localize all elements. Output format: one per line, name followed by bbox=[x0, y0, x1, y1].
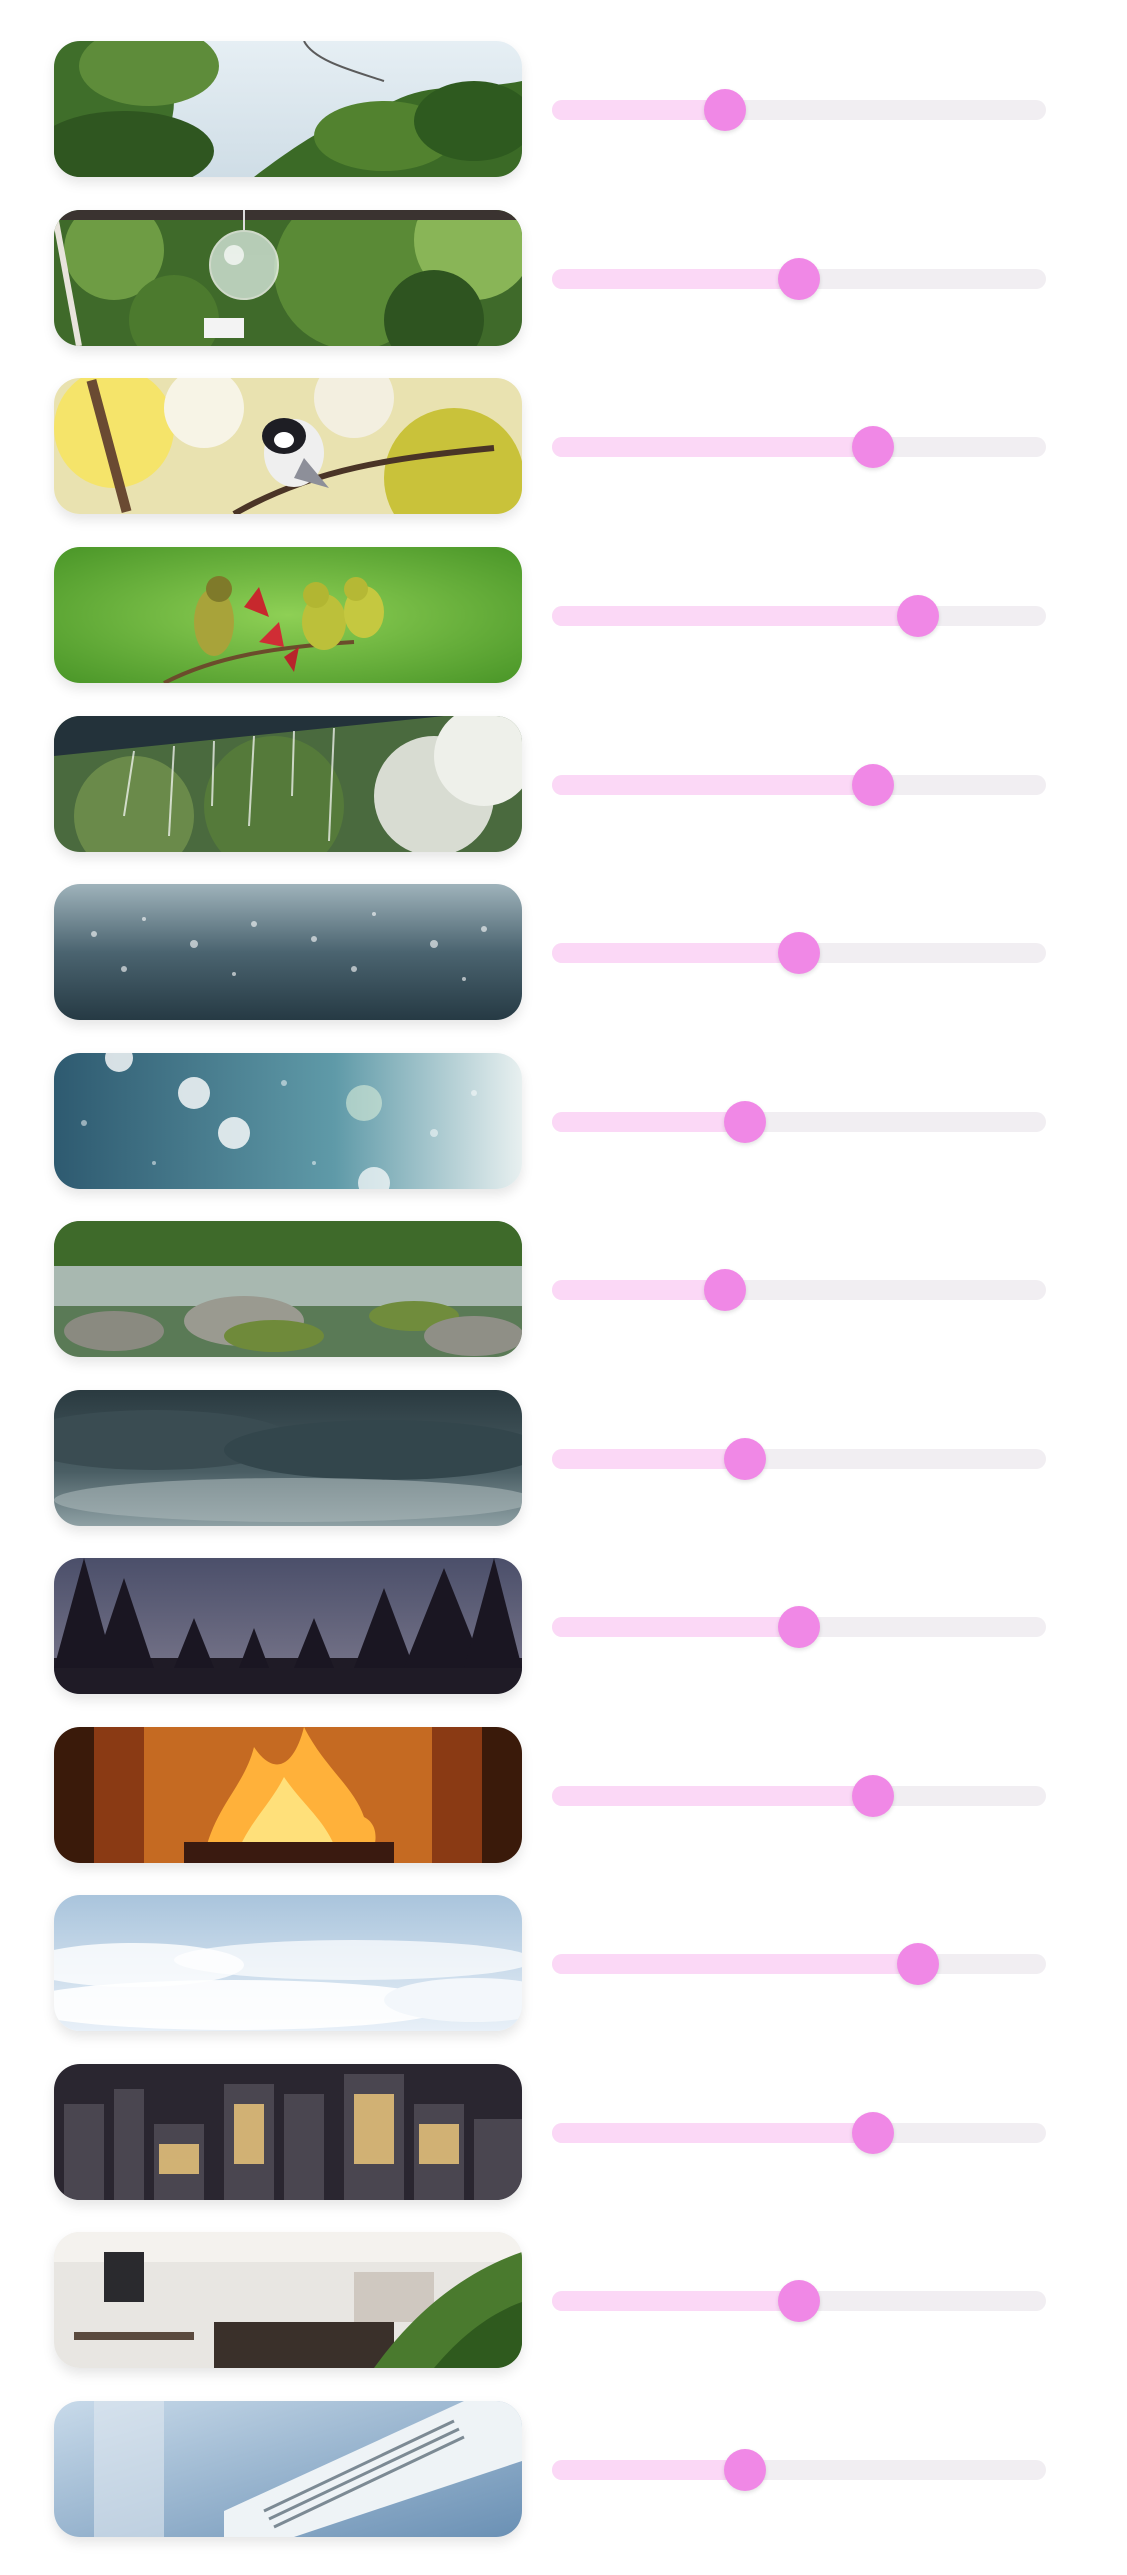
heavy-rain-volume-slider[interactable] bbox=[552, 932, 1046, 974]
sound-row-thunderstorm bbox=[0, 1390, 1127, 1526]
cafe-volume-slider[interactable] bbox=[552, 2280, 1046, 2322]
slider-fill bbox=[552, 943, 799, 963]
wind-chime-image[interactable] bbox=[54, 210, 522, 346]
slider-fill bbox=[552, 269, 799, 289]
city-night-image[interactable] bbox=[54, 2064, 522, 2200]
rain-on-roof-image[interactable] bbox=[54, 716, 522, 852]
slider-thumb[interactable] bbox=[778, 258, 820, 300]
slider-thumb[interactable] bbox=[778, 932, 820, 974]
rain-on-window-volume-slider[interactable] bbox=[552, 1101, 1046, 1143]
slider-fill bbox=[552, 100, 725, 120]
sound-row-rain-on-window bbox=[0, 1053, 1127, 1189]
rain-on-roof-volume-slider[interactable] bbox=[552, 764, 1046, 806]
sound-row-stream bbox=[0, 1221, 1127, 1357]
clouds-wind-image[interactable] bbox=[54, 1895, 522, 2031]
heavy-rain-image[interactable] bbox=[54, 884, 522, 1020]
slider-fill bbox=[552, 606, 918, 626]
sound-row-rain-on-roof bbox=[0, 716, 1127, 852]
slider-fill bbox=[552, 2291, 799, 2311]
sound-row-clouds-wind bbox=[0, 1895, 1127, 2031]
sound-row-birds-chirping bbox=[0, 547, 1127, 683]
sound-row-wind-chime bbox=[0, 210, 1127, 346]
sound-row-fireplace bbox=[0, 1727, 1127, 1863]
slider-fill bbox=[552, 2460, 745, 2480]
slider-fill bbox=[552, 2123, 873, 2143]
night-forest-image[interactable] bbox=[54, 1558, 522, 1694]
birds-chirping-volume-slider[interactable] bbox=[552, 595, 1046, 637]
songbird-volume-slider[interactable] bbox=[552, 426, 1046, 468]
slider-fill bbox=[552, 1617, 799, 1637]
slider-fill bbox=[552, 1786, 873, 1806]
cafe-image[interactable] bbox=[54, 2232, 522, 2368]
slider-fill bbox=[552, 1954, 918, 1974]
fireplace-volume-slider[interactable] bbox=[552, 1775, 1046, 1817]
songbird-image[interactable] bbox=[54, 378, 522, 514]
slider-thumb[interactable] bbox=[778, 2280, 820, 2322]
slider-thumb[interactable] bbox=[704, 89, 746, 131]
sound-row-air-conditioner bbox=[0, 2401, 1127, 2537]
fireplace-image[interactable] bbox=[54, 1727, 522, 1863]
wind-chime-volume-slider[interactable] bbox=[552, 258, 1046, 300]
slider-thumb[interactable] bbox=[897, 595, 939, 637]
sound-row-city-night bbox=[0, 2064, 1127, 2200]
birds-chirping-image[interactable] bbox=[54, 547, 522, 683]
slider-fill bbox=[552, 775, 873, 795]
slider-thumb[interactable] bbox=[724, 1101, 766, 1143]
stream-image[interactable] bbox=[54, 1221, 522, 1357]
slider-fill bbox=[552, 437, 873, 457]
slider-thumb[interactable] bbox=[852, 2112, 894, 2154]
slider-thumb[interactable] bbox=[778, 1606, 820, 1648]
slider-thumb[interactable] bbox=[852, 764, 894, 806]
air-conditioner-image[interactable] bbox=[54, 2401, 522, 2537]
sound-row-forest-canopy bbox=[0, 41, 1127, 177]
forest-canopy-image[interactable] bbox=[54, 41, 522, 177]
slider-fill bbox=[552, 1449, 745, 1469]
stream-volume-slider[interactable] bbox=[552, 1269, 1046, 1311]
slider-fill bbox=[552, 1112, 745, 1132]
slider-fill bbox=[552, 1280, 725, 1300]
sound-row-cafe bbox=[0, 2232, 1127, 2368]
sound-row-songbird bbox=[0, 378, 1127, 514]
clouds-wind-volume-slider[interactable] bbox=[552, 1943, 1046, 1985]
rain-on-window-image[interactable] bbox=[54, 1053, 522, 1189]
air-conditioner-volume-slider[interactable] bbox=[552, 2449, 1046, 2491]
slider-thumb[interactable] bbox=[852, 1775, 894, 1817]
city-night-volume-slider[interactable] bbox=[552, 2112, 1046, 2154]
thunderstorm-volume-slider[interactable] bbox=[552, 1438, 1046, 1480]
slider-thumb[interactable] bbox=[897, 1943, 939, 1985]
forest-canopy-volume-slider[interactable] bbox=[552, 89, 1046, 131]
thunderstorm-image[interactable] bbox=[54, 1390, 522, 1526]
sound-row-heavy-rain bbox=[0, 884, 1127, 1020]
slider-thumb[interactable] bbox=[852, 426, 894, 468]
night-forest-volume-slider[interactable] bbox=[552, 1606, 1046, 1648]
slider-thumb[interactable] bbox=[704, 1269, 746, 1311]
sound-row-night-forest bbox=[0, 1558, 1127, 1694]
slider-thumb[interactable] bbox=[724, 2449, 766, 2491]
slider-thumb[interactable] bbox=[724, 1438, 766, 1480]
